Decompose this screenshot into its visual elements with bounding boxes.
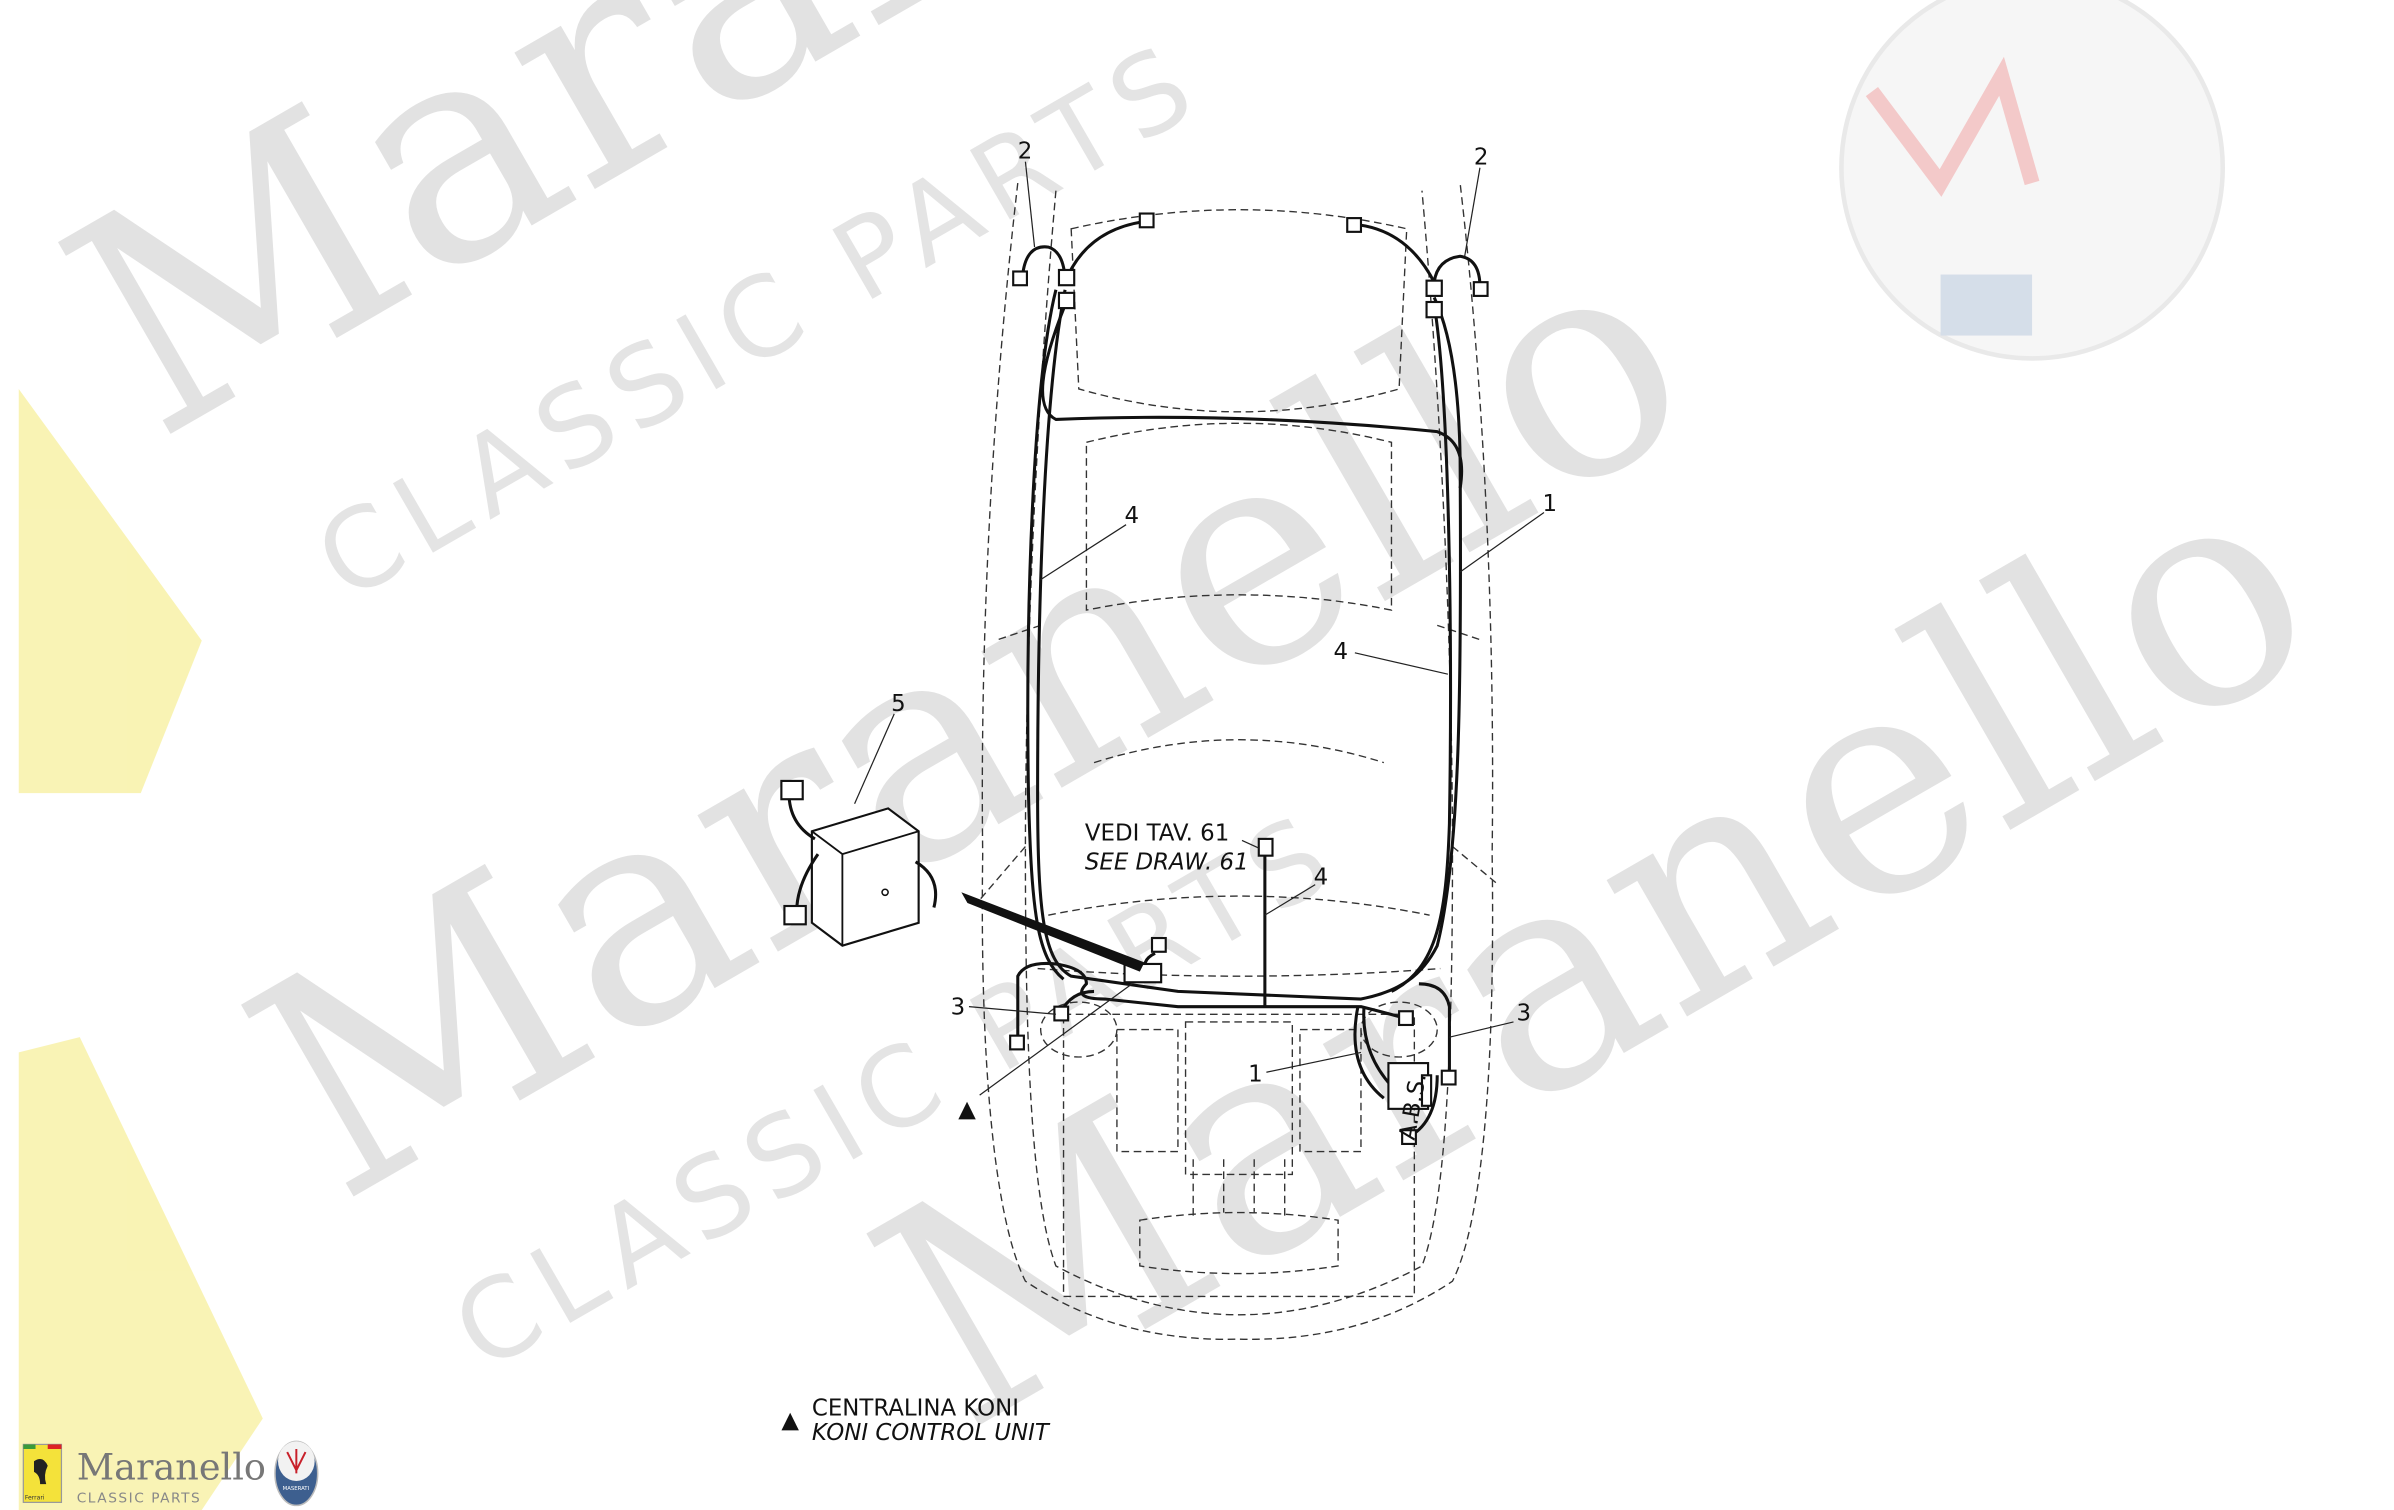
legend-english: KONI CONTROL UNIT: [812, 1420, 1051, 1446]
watermark-layer: Maranello CLASSIC PARTS Maranello CLASSI…: [15, 0, 2367, 1510]
koni-marker-triangle: ▲: [958, 1096, 976, 1122]
leader-lines: [854, 161, 1545, 1096]
ferrari-badge-watermark-bottom: [18, 1037, 263, 1510]
callout-2-left: 2: [1018, 139, 1033, 165]
wiring-harness: [1016, 219, 1482, 1138]
callout-5: 5: [891, 691, 906, 717]
trident-icon: [286, 1448, 307, 1474]
callout-2-right: 2: [1474, 145, 1489, 171]
trident-watermark-icon: [1865, 56, 2040, 197]
maranello-logo: Ferrari Maranello CLASSIC PARTS MASERATI: [22, 1440, 319, 1506]
ferrari-badge-text: Ferrari: [25, 1494, 45, 1501]
logo-name: Maranello: [77, 1445, 266, 1488]
callout-1-top: 1: [1542, 491, 1557, 517]
ferrari-badge-icon: [22, 1443, 63, 1503]
see-drawing-english: SEE DRAW. 61: [1085, 849, 1249, 875]
legend-symbol: ▲: [781, 1408, 799, 1434]
callout-1-bottom: 1: [1248, 1061, 1263, 1087]
see-drawing-italian: VEDI TAV. 61: [1085, 820, 1229, 846]
callout-3-left: 3: [951, 994, 966, 1020]
maserati-text: MASERATI: [283, 1486, 310, 1492]
legend-italian: CENTRALINA KONI: [812, 1395, 1019, 1421]
maserati-bar-watermark: [1940, 274, 2033, 336]
pointer-arrow: [961, 892, 1145, 972]
callout-3-right: 3: [1517, 1000, 1532, 1026]
callout-4-right: 4: [1334, 639, 1349, 665]
koni-control-unit-illustration: [780, 779, 1145, 972]
logo-subtitle: CLASSIC PARTS: [77, 1490, 202, 1506]
callout-4-left: 4: [1125, 503, 1140, 529]
connectors: [1009, 212, 1489, 1146]
callout-4-bottom: 4: [1314, 865, 1329, 891]
ferrari-badge-watermark-top: [18, 388, 202, 794]
